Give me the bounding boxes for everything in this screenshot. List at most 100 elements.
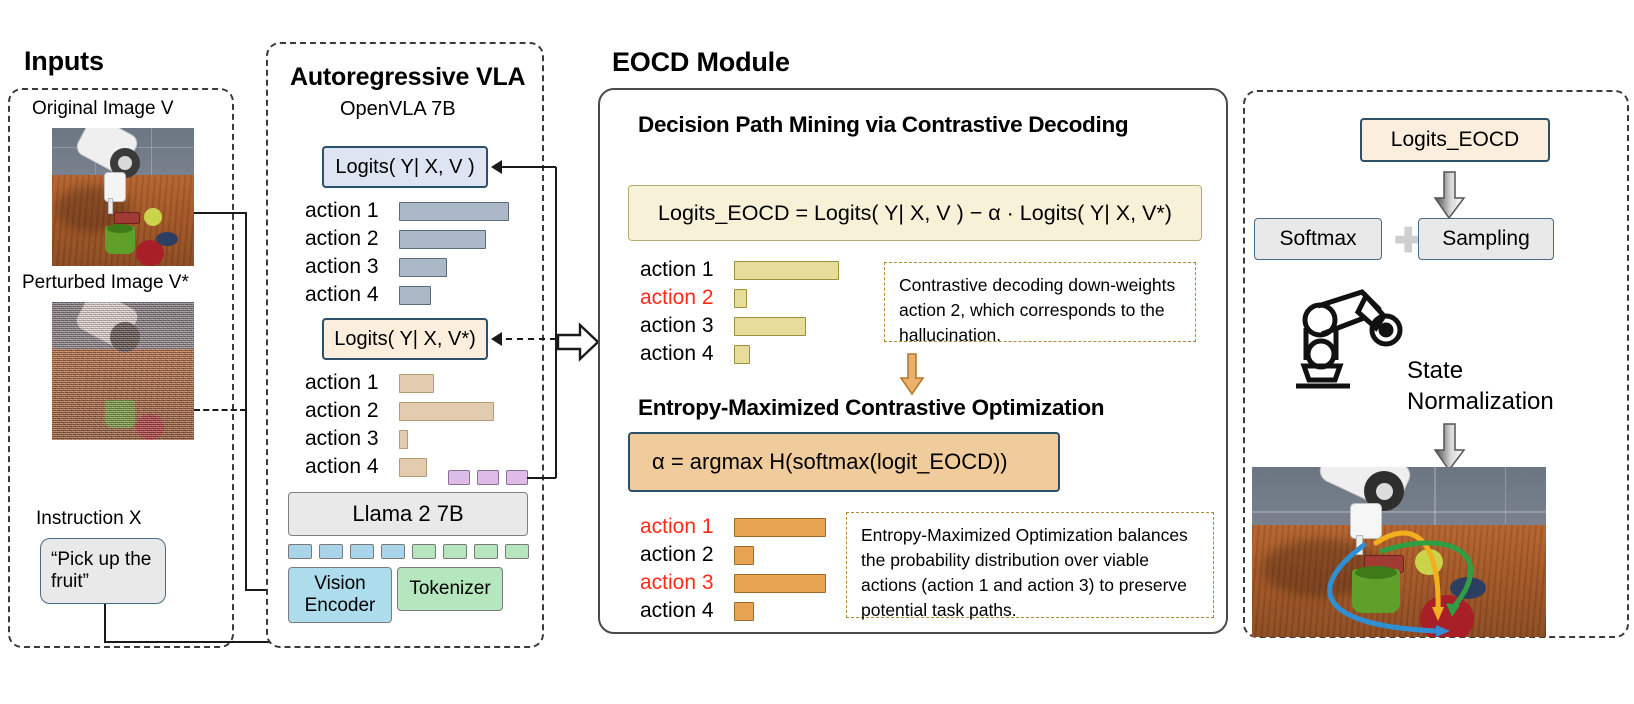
vla-title: Autoregressive VLA: [290, 63, 526, 91]
instruction-box[interactable]: “Pick up the fruit”: [40, 538, 166, 604]
vision-token-3: [350, 544, 374, 559]
state-normalization-label: State Normalization: [1407, 357, 1554, 416]
connector-image-v: [245, 212, 247, 590]
bar-label: action 2: [640, 286, 714, 309]
bar-fill: [399, 429, 408, 449]
bar-fill: [734, 517, 826, 537]
logits-eocd-box[interactable]: Logits_EOCD: [1360, 118, 1550, 162]
feedback-to-tan: [506, 338, 556, 340]
bar-label: action 3: [305, 427, 379, 450]
plus-icon: ✚: [1394, 222, 1423, 260]
bar-label: action 3: [305, 255, 379, 278]
bar-row-eocd2-2: action 2: [640, 543, 754, 567]
vision-token-2: [319, 544, 343, 559]
output-simulation-image: [1252, 467, 1546, 637]
eocd-step1-title: Decision Path Mining via Contrastive Dec…: [638, 112, 1129, 137]
bar-fill: [734, 601, 754, 621]
robot-arm-icon: [1296, 289, 1403, 389]
apple: [136, 240, 164, 266]
bar-fill: [734, 260, 839, 280]
feedback-v: [555, 167, 557, 478]
bar-label: action 2: [640, 543, 714, 566]
original-image: [52, 128, 194, 266]
connector-instruction-v: [104, 604, 106, 642]
down-arrow-icon-1: [899, 353, 925, 396]
logits-original-box[interactable]: Logits( Y| X, V ): [322, 146, 488, 188]
eocd-step2-title: Entropy-Maximized Contrastive Optimizati…: [638, 395, 1105, 420]
logits-perturbed-box[interactable]: Logits( Y| X, V*): [322, 318, 488, 360]
formula-contrastive: Logits_EOCD = Logits( Y| X, V ) − α · Lo…: [628, 185, 1202, 241]
bar-fill: [399, 457, 427, 477]
bar-row-original-1: action 1: [305, 199, 509, 223]
bar-row-perturbed-4: action 4: [305, 455, 427, 479]
noise-overlay: [52, 302, 194, 440]
tokenizer-box[interactable]: Tokenizer: [397, 567, 503, 611]
softmax-box[interactable]: Softmax: [1254, 218, 1382, 260]
bar-row-eocd2-4: action 4: [640, 599, 754, 623]
output-token-2: [477, 470, 499, 485]
bar-fill: [399, 201, 509, 221]
bar-fill: [734, 288, 747, 308]
bar-fill: [399, 285, 431, 305]
down-arrow-icon-2: [1433, 171, 1466, 220]
bar-row-eocd2-3: action 3: [640, 571, 826, 595]
bar-row-eocd2-1: action 1: [640, 515, 826, 539]
feedback-h: [527, 477, 556, 479]
eocd-title: EOCD Module: [612, 47, 790, 77]
feedback-tan-arrow: [491, 332, 502, 346]
bar-fill: [399, 373, 434, 393]
vision-token-1: [288, 544, 312, 559]
bar-row-original-4: action 4: [305, 283, 431, 307]
bar-label: action 1: [640, 515, 714, 538]
bar-fill: [399, 257, 447, 277]
vla-subtitle: OpenVLA 7B: [340, 98, 456, 120]
connector-image-h2: [245, 589, 281, 591]
bar-fill: [734, 344, 750, 364]
bar-row-original-2: action 2: [305, 227, 486, 251]
bar-label: action 3: [640, 571, 714, 594]
note-entropy: Entropy-Maximized Optimization balances …: [846, 512, 1214, 620]
note-contrastive: Contrastive decoding down-weights action…: [884, 262, 1196, 345]
bar-row-eocd1-4: action 4: [640, 342, 750, 366]
bar-row-perturbed-3: action 3: [305, 427, 408, 451]
perturbed-image: [52, 302, 194, 440]
bar-label: action 2: [305, 399, 379, 422]
bar-row-original-3: action 3: [305, 255, 447, 279]
original-image-label: Original Image V: [32, 98, 174, 119]
connector-image-h1: [194, 212, 246, 214]
vision-encoder-box[interactable]: Vision Encoder: [288, 567, 392, 623]
bar-row-eocd1-3: action 3: [640, 314, 806, 338]
bar-fill: [399, 401, 494, 421]
text-token-4: [505, 544, 529, 559]
text-token-3: [474, 544, 498, 559]
flow-arrow-icon: [556, 322, 600, 362]
formula-alpha: α = argmax H(softmax(logit_EOCD)): [628, 432, 1060, 492]
bar-row-perturbed-2: action 2: [305, 399, 494, 423]
connector-perturbed-dash: [194, 409, 246, 411]
bar-row-perturbed-1: action 1: [305, 371, 434, 395]
bar-label: action 1: [305, 371, 379, 394]
instruction-label: Instruction X: [36, 508, 142, 529]
bar-label: action 1: [640, 258, 714, 281]
feedback-blue-arrow: [491, 160, 502, 174]
bar-fill: [734, 545, 754, 565]
inputs-title: Inputs: [24, 46, 104, 76]
output-token-3: [506, 470, 528, 485]
bar-fill: [399, 229, 486, 249]
down-arrow-icon-3: [1433, 423, 1466, 472]
bar-label: action 2: [305, 227, 379, 250]
llm-box[interactable]: Llama 2 7B: [288, 492, 528, 536]
feedback-to-blue: [502, 166, 556, 168]
bar-label: action 4: [305, 283, 379, 306]
vision-token-4: [381, 544, 405, 559]
perturbed-image-label: Perturbed Image V*: [22, 272, 189, 293]
text-token-2: [443, 544, 467, 559]
bar-label: action 4: [305, 455, 379, 478]
bar-fill: [734, 573, 826, 593]
sampling-box[interactable]: Sampling: [1418, 218, 1554, 260]
bar-label: action 4: [640, 342, 714, 365]
bar-label: action 3: [640, 314, 714, 337]
bar-fill: [734, 316, 806, 336]
text-token-1: [412, 544, 436, 559]
bar-row-eocd1-2: action 2: [640, 286, 747, 310]
